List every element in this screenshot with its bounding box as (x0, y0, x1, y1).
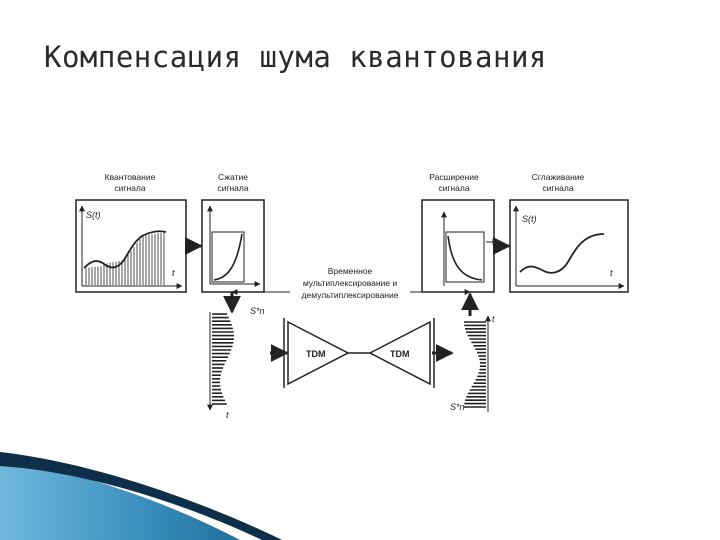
smoothing-panel: Сглаживание сигнала S(t) t (509, 172, 629, 293)
quantization-panel: Квантование сигнала S(t) t (75, 172, 187, 293)
t-label: t (226, 410, 229, 420)
swoosh-band (0, 458, 240, 540)
expansion-label-line2: сигнала (438, 183, 469, 193)
signal-curve (83, 230, 167, 269)
expansion-curve (447, 235, 483, 281)
tdm-demultiplexer: TDM (368, 318, 435, 388)
expansion-frame (421, 199, 495, 293)
quantization-label-line2: сигнала (114, 183, 145, 193)
tdm-caption-line2: мультиплексирование и (303, 278, 398, 288)
tdm-caption: Временное мультиплексирование и демульти… (302, 266, 399, 300)
tdm-caption-line3: демультиплексирование (302, 290, 399, 300)
s-of-t-label: S(t) (522, 214, 537, 224)
expansion-panel: Расширение сигнала (421, 172, 499, 293)
compression-panel: Сжатие сигнала (201, 172, 265, 293)
demux-triangle (368, 320, 431, 386)
compression-box (211, 231, 245, 283)
compression-label-line1: Сжатие (218, 172, 248, 182)
expansion-box (445, 231, 485, 283)
compressed-samples (212, 313, 234, 405)
received-samples (464, 321, 486, 408)
swoosh-dark-stroke (0, 452, 282, 540)
smoothing-frame (509, 199, 629, 293)
tdm-multiplexer: TDM (283, 318, 350, 388)
compression-curve (213, 233, 243, 281)
smoothed-curve (519, 233, 605, 274)
expansion-label-line1: Расширение (429, 172, 479, 182)
decorative-swoosh (0, 452, 282, 540)
tdm-caption-line1: Временное (328, 266, 373, 276)
smoothing-label-line2: сигнала (542, 183, 573, 193)
t-label: t (610, 268, 613, 278)
tdm-left-label: TDM (306, 349, 326, 359)
t-label: t (492, 314, 495, 324)
quantized-samples (85, 232, 165, 285)
s-n-star-label: S*n (450, 402, 465, 412)
compression-frame (201, 199, 265, 293)
left-sample-column: S*n t (207, 306, 265, 420)
tdm-right-label: TDM (390, 349, 410, 359)
smoothing-label-line1: Сглаживание (532, 172, 585, 182)
compression-label-line2: сигнала (217, 183, 248, 193)
s-of-t-label: S(t) (86, 210, 101, 220)
s-n-star-label: S*n (250, 306, 265, 316)
right-sample-column: t S*n (450, 314, 495, 412)
slide-title: Компенсация шума квантования (44, 40, 547, 74)
t-label: t (172, 268, 175, 278)
quantization-label-line1: Квантование (105, 172, 156, 182)
